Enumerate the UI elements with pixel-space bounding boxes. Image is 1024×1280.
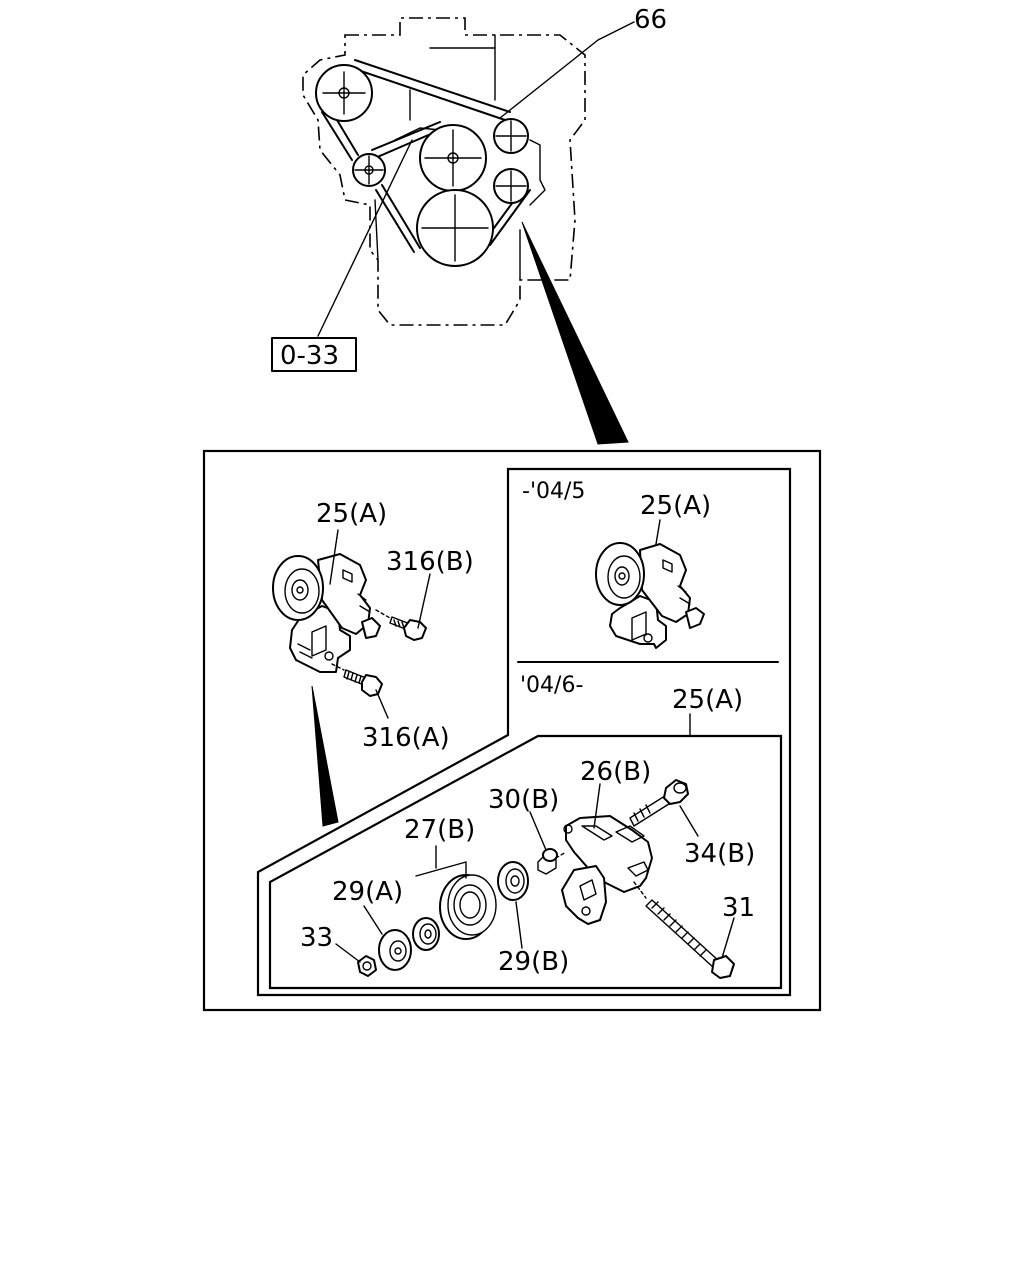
leader-316b [417, 573, 431, 629]
leader-0-33 [317, 139, 413, 337]
bracket-26b [561, 815, 653, 925]
bolt-316b [375, 609, 427, 641]
callout-316b: 316(B) [386, 547, 474, 577]
period-from: '04/6- [520, 673, 583, 698]
callout-33: 33 [300, 923, 333, 953]
bolt-316a [331, 663, 383, 697]
ref-box [271, 337, 357, 372]
callout-316a: 316(A) [362, 723, 450, 753]
tensioner-assembly-early [595, 542, 705, 649]
nut-33 [357, 955, 377, 977]
callout-31: 31 [722, 893, 755, 923]
bearing-29b [497, 861, 529, 901]
detail-frame [202, 449, 822, 1012]
leader-29b [515, 901, 523, 949]
callout-26b: 26(B) [580, 757, 651, 787]
collar-30b [537, 848, 567, 875]
callout-30b: 30(B) [488, 785, 559, 815]
engine-pulleys [315, 64, 529, 267]
bearing-29a [412, 917, 440, 951]
pulley-27b [439, 874, 497, 940]
callout-0-33: 0-33 [280, 341, 339, 371]
leader-34b [679, 805, 699, 837]
pulley-cover [378, 929, 412, 971]
callout-29b: 29(B) [498, 947, 569, 977]
callout-25a-main: 25(A) [316, 499, 387, 529]
callout-27b: 27(B) [404, 815, 475, 845]
inner-frame [256, 467, 792, 997]
leader-27b-bracket [415, 861, 467, 879]
bolt-31 [633, 881, 735, 979]
leader-26b [593, 783, 601, 829]
callout-25a-late: 25(A) [672, 685, 743, 715]
leader-33 [335, 943, 361, 963]
leader-25a-main [329, 529, 339, 585]
period-until: -'04/5 [522, 479, 585, 504]
leader-316a [375, 689, 389, 719]
bolt-34b [629, 779, 689, 827]
callout-34b: 34(B) [684, 839, 755, 869]
tensioner-assembly-main [272, 553, 381, 673]
leader-66 [499, 21, 635, 119]
pointer-wedge-top [521, 221, 629, 445]
leader-30b [529, 811, 547, 851]
exploded-subframe [268, 734, 783, 990]
callout-25a-early: 25(A) [640, 491, 711, 521]
leader-31 [721, 917, 735, 959]
pointer-wedge-left [311, 685, 339, 827]
engine-outline [302, 17, 586, 326]
callout-29a: 29(A) [332, 877, 403, 907]
leader-29a [363, 905, 383, 935]
callout-66: 66 [634, 5, 667, 35]
